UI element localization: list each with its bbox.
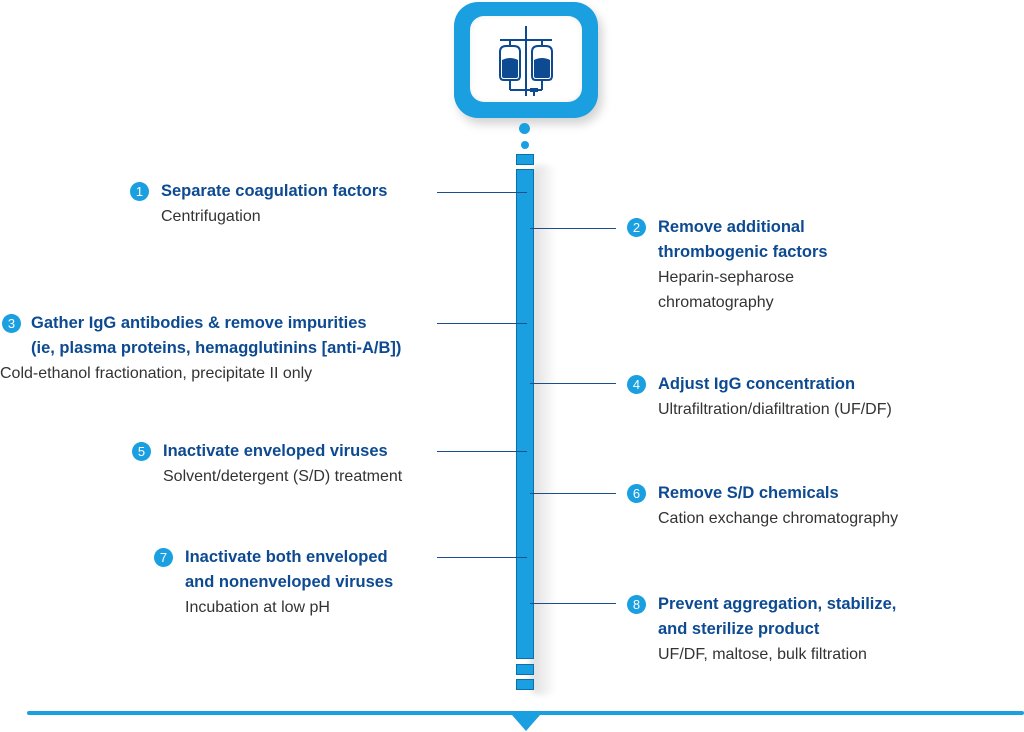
step-number-badge: 8: [627, 595, 646, 614]
step-2-connector: [530, 228, 616, 229]
step-number-badge: 5: [132, 442, 151, 461]
down-arrow-icon: [512, 715, 540, 731]
connector-dot: [519, 123, 530, 134]
baseline-bar: [27, 711, 1024, 715]
step-7-connector: [437, 557, 527, 558]
step-method: UF/DF, maltose, bulk filtration: [658, 646, 867, 663]
step-method: Centrifugation: [161, 208, 261, 225]
column-segment-top: [516, 154, 534, 165]
step-title: Adjust IgG concentration: [658, 375, 856, 393]
step-title: Remove additional: [658, 218, 805, 236]
column-segment-bottom: [516, 664, 534, 675]
process-column: [516, 169, 534, 659]
step-title: and nonenveloped viruses: [185, 573, 394, 591]
step-number-badge: 1: [130, 182, 149, 201]
step-method: Solvent/detergent (S/D) treatment: [163, 468, 403, 485]
step-method: Ultrafiltration/diafiltration (UF/DF): [658, 401, 892, 418]
step-title: and sterilize product: [658, 620, 820, 638]
step-title: (ie, plasma proteins, hemagglutinins [an…: [31, 339, 402, 357]
step-title: Prevent aggregation, stabilize,: [658, 595, 897, 613]
column-shadow: [530, 165, 556, 695]
column-segment-bottom: [516, 679, 534, 690]
step-method: Cold-ethanol fractionation, precipitate …: [0, 365, 313, 382]
step-8-connector: [530, 603, 616, 604]
step-1-connector: [437, 192, 527, 193]
step-number-badge: 7: [154, 548, 173, 567]
step-title: Gather IgG antibodies & remove impuritie…: [31, 314, 367, 332]
tile-inner: [470, 16, 582, 102]
step-title: Inactivate both enveloped: [185, 548, 388, 566]
step-title: Remove S/D chemicals: [658, 484, 839, 502]
step-5-connector: [437, 451, 527, 452]
step-4-connector: [530, 383, 616, 384]
process-icon-tile: [454, 2, 598, 118]
step-number-badge: 2: [627, 218, 646, 237]
step-method: Cation exchange chromatography: [658, 510, 899, 527]
step-method: Incubation at low pH: [185, 599, 330, 616]
connector-dot: [521, 141, 529, 149]
step-title: thrombogenic factors: [658, 243, 828, 261]
step-title: Inactivate enveloped viruses: [163, 442, 388, 460]
step-number-badge: 3: [2, 314, 21, 333]
iv-bags-icon: [499, 26, 553, 96]
step-title: Separate coagulation factors: [161, 182, 388, 200]
step-method: chromatography: [658, 294, 774, 311]
step-3-connector: [437, 323, 527, 324]
step-number-badge: 6: [627, 484, 646, 503]
step-number-badge: 4: [627, 375, 646, 394]
step-6-connector: [530, 493, 616, 494]
step-method: Heparin-sepharose: [658, 269, 795, 286]
